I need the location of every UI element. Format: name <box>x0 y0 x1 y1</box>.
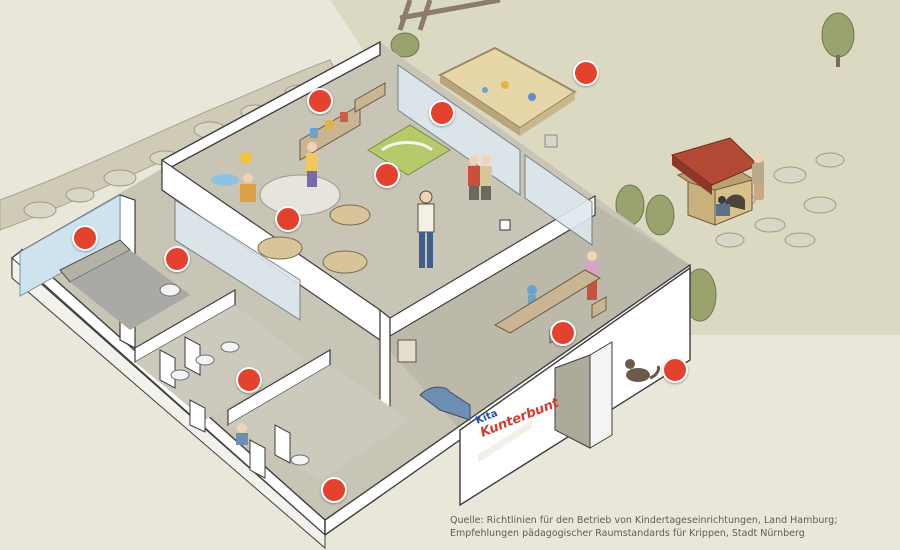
sandbox <box>437 46 577 148</box>
hotspot-outdoor-entrance[interactable] <box>662 357 688 383</box>
cloakroom-furniture <box>397 269 607 421</box>
people <box>236 142 764 445</box>
fence <box>397 0 501 31</box>
source-line-2: Empfehlungen pädagogischer Raumstandards… <box>450 528 805 539</box>
hotspot-changing-room[interactable] <box>236 367 262 393</box>
trees <box>390 12 855 322</box>
hotspot-window-front[interactable] <box>429 100 455 126</box>
group-room-furniture <box>211 82 511 274</box>
hotspot-cloakroom[interactable] <box>550 320 576 346</box>
hotspot-group-room[interactable] <box>307 88 333 114</box>
doorway <box>554 354 591 449</box>
toilet-floor <box>228 365 410 480</box>
building-floor <box>22 42 690 520</box>
entrance-door <box>589 341 613 449</box>
sign-panel <box>478 420 532 463</box>
hotspot-reading-corner[interactable] <box>275 206 301 232</box>
washroom-floor <box>135 305 305 420</box>
sinks <box>159 283 310 466</box>
toilet-stalls <box>159 336 291 479</box>
source-caption: Quelle: Richtlinien für den Betrieb von … <box>450 514 890 540</box>
cat <box>625 359 660 382</box>
play-house <box>670 137 764 226</box>
kitchen-floor <box>70 250 190 330</box>
hotspot-toilet-room[interactable] <box>321 477 347 503</box>
source-line-1: Quelle: Richtlinien für den Betrieb von … <box>450 515 838 526</box>
hotspot-play-carpet[interactable] <box>374 162 400 188</box>
hotspot-sandbox[interactable] <box>573 60 599 86</box>
hotspot-kitchen[interactable] <box>72 225 98 251</box>
hotspot-washroom-upper[interactable] <box>164 246 190 272</box>
wall-base <box>11 256 326 550</box>
